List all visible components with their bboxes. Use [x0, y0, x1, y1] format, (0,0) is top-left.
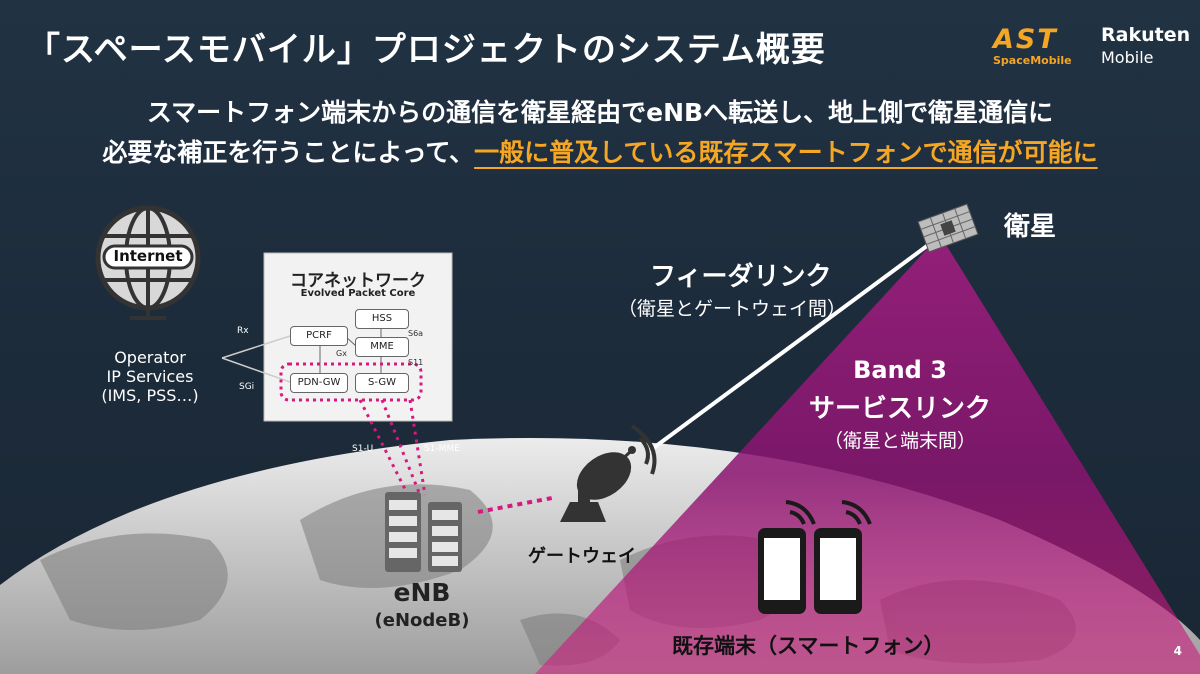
feeder-link-note: （衛星とゲートウェイ間） [618, 298, 847, 320]
service-link-note: （衛星と端末間） [823, 430, 976, 452]
subtitle-line-2-prefix: 必要な補正を行うことによって、 [102, 138, 475, 167]
s6a-label: S6a [408, 329, 424, 338]
sgw-node: S-GW [355, 373, 409, 393]
rx-label: Rx [237, 326, 249, 336]
operator-services: Operator IP Services (IMS, PSS…) [78, 348, 222, 405]
s1-links [358, 399, 427, 496]
gateway-group-outline [279, 362, 423, 402]
enb-label: eNB [393, 578, 451, 607]
core-network-title: コアネットワーク [290, 271, 426, 291]
hss-node: HSS [355, 309, 409, 329]
enb-gateway-link [477, 496, 553, 514]
internet-globe-icon [95, 205, 201, 320]
enb-sublabel: (eNodeB) [374, 610, 470, 631]
satellite-label: 衛星 [1004, 212, 1057, 242]
gateway-label: ゲートウェイ [528, 546, 636, 567]
operator-line-3: (IMS, PSS…) [101, 386, 199, 405]
ast-logo: AST [993, 24, 1058, 55]
pcrf-node: PCRF [290, 326, 348, 346]
operator-links [221, 335, 291, 383]
enb-server-icon [385, 492, 462, 572]
s1mme-label: S1-MME [424, 444, 460, 454]
page-title: 「スペースモバイル」プロジェクトのシステム概要 [26, 30, 826, 70]
gx-label: Gx [336, 349, 347, 358]
pdngw-node: PDN-GW [290, 373, 348, 393]
operator-line-1: Operator [114, 348, 186, 367]
feeder-link-label: フィーダリンク [650, 262, 832, 292]
core-network-subtitle: Evolved Packet Core [300, 288, 416, 299]
feeder-link-line [646, 238, 937, 454]
s11-label: S11 [408, 358, 424, 367]
ast-logo-sub: SpaceMobile [993, 54, 1072, 67]
rakuten-logo: Rakuten [1101, 24, 1191, 46]
terminal-label: 既存端末（スマートフォン） [672, 634, 945, 658]
s1u-label: S1-U [352, 444, 374, 454]
satellite-icon [917, 203, 979, 253]
mme-node: MME [355, 337, 409, 357]
subtitle-highlight: 一般に普及している既存スマートフォンで通信が可能に [474, 138, 1098, 167]
band-label: Band 3 [853, 356, 947, 384]
gateway-dish-icon [560, 424, 657, 522]
subtitle-line-1: スマートフォン端末からの通信を衛星経由でeNBへ転送し、地上側で衛星通信に [146, 98, 1054, 127]
service-link-beam [535, 235, 1200, 674]
smartphone-icons [758, 500, 872, 614]
sgi-label: SGi [239, 382, 255, 392]
rakuten-logo-sub: Mobile [1101, 48, 1154, 67]
page-number: 4 [1173, 644, 1182, 658]
internet-label: Internet [113, 247, 183, 265]
subtitle-line-2: 必要な補正を行うことによって、一般に普及している既存スマートフォンで通信が可能に [0, 133, 1200, 169]
operator-line-2: IP Services [106, 367, 194, 386]
service-link-label: サービスリンク [808, 394, 991, 424]
